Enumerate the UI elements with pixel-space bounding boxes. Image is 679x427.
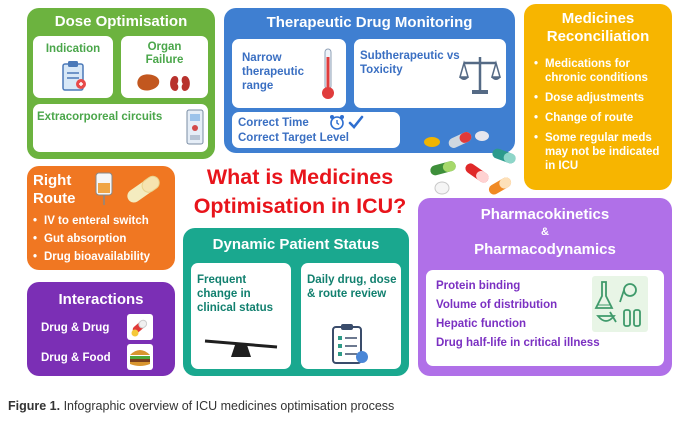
pills-illustration bbox=[424, 131, 516, 195]
extracorporeal-card: Extracorporeal circuits bbox=[33, 104, 208, 152]
reconciliation-item: Some regular meds may not be indicated i… bbox=[534, 131, 666, 173]
tdm-panel: Therapeutic Drug Monitoring Narrow thera… bbox=[224, 8, 515, 153]
indication-card: Indication bbox=[33, 36, 113, 98]
frequent-change-label: Frequent change in clinical status bbox=[197, 274, 274, 314]
right-route-title: Right Route bbox=[33, 172, 76, 207]
organ-icon bbox=[137, 74, 190, 91]
pkpd-item: Protein binding bbox=[436, 280, 521, 292]
figure-caption-label: Figure 1. bbox=[8, 399, 61, 413]
organ-failure-card: Organ Failure bbox=[121, 36, 208, 98]
central-question-title: What is Medicines Optimisation in ICU? bbox=[193, 165, 407, 218]
daily-review-card: Daily drug, dose & route review bbox=[301, 263, 401, 369]
drug-drug-label: Drug & Drug bbox=[41, 322, 110, 334]
route-item: Drug bioavailability bbox=[33, 250, 173, 264]
interactions-panel: Interactions Drug & Drug Drug & Food bbox=[27, 282, 175, 376]
correct-target-label: Correct Target Level bbox=[238, 132, 349, 144]
reconciliation-title: Medicines Reconciliation bbox=[546, 10, 650, 45]
correct-time-label: Correct Time bbox=[238, 117, 309, 129]
subtherapeutic-card: Subtherapeutic vs Toxicity bbox=[354, 39, 506, 108]
dynamic-title: Dynamic Patient Status bbox=[212, 236, 380, 253]
clipboard-icon bbox=[62, 61, 86, 91]
dose-optimisation-title: Dose Optimisation bbox=[54, 13, 188, 30]
narrow-range-label: Narrow therapeutic range bbox=[242, 52, 304, 92]
iv-bag-icon bbox=[95, 172, 113, 205]
lab-equipment-icon bbox=[592, 276, 648, 332]
dialysis-machine-icon bbox=[186, 109, 204, 145]
reconciliation-list: Medications for chronic conditions Dose … bbox=[534, 57, 666, 173]
checklist-clipboard-icon bbox=[332, 324, 368, 364]
organ-failure-label: Organ Failure bbox=[145, 41, 184, 66]
thermometer-icon bbox=[322, 48, 334, 99]
capsules-icon bbox=[131, 319, 148, 337]
narrow-range-card: Narrow therapeutic range bbox=[232, 39, 346, 108]
pkpd-ampersand: & bbox=[541, 226, 549, 238]
subtherapeutic-label: Subtherapeutic vs Toxicity bbox=[360, 50, 460, 76]
pharmacokinetics-title: Pharmacokinetics bbox=[480, 206, 610, 223]
reconciliation-item: Dose adjustments bbox=[534, 91, 666, 105]
pharmacodynamics-title: Pharmacodynamics bbox=[474, 241, 616, 258]
right-route-panel: Right Route IV to enteral switch Gut abs… bbox=[27, 166, 175, 270]
pkpd-item: Volume of distribution bbox=[436, 299, 558, 311]
dynamic-patient-status-panel: Dynamic Patient Status Frequent change i… bbox=[183, 228, 409, 376]
right-route-list: IV to enteral switch Gut absorption Drug… bbox=[33, 214, 173, 264]
indication-label: Indication bbox=[45, 43, 101, 55]
pkpd-item: Drug half-life in critical illness bbox=[436, 337, 600, 349]
reconciliation-item: Change of route bbox=[534, 111, 666, 125]
dose-optimisation-panel: Dose Optimisation Indication Organ Failu… bbox=[27, 8, 215, 159]
medicines-reconciliation-panel: Medicines Reconciliation Medications for… bbox=[524, 4, 672, 190]
figure-caption: Figure 1. Infographic overview of ICU me… bbox=[8, 399, 394, 413]
pkpd-item: Hepatic function bbox=[436, 318, 527, 330]
pills-interaction-icon bbox=[127, 314, 153, 340]
frequent-change-card: Frequent change in clinical status bbox=[191, 263, 291, 369]
daily-review-label: Daily drug, dose & route review bbox=[307, 274, 397, 300]
reconciliation-item: Medications for chronic conditions bbox=[534, 57, 666, 85]
alarm-clock-icon bbox=[330, 115, 344, 130]
seesaw-icon bbox=[204, 339, 278, 357]
food-interaction-icon bbox=[127, 344, 153, 370]
route-item: Gut absorption bbox=[33, 232, 173, 246]
balance-scale-icon bbox=[459, 57, 501, 94]
figure-caption-text: Infographic overview of ICU medicines op… bbox=[63, 399, 395, 413]
capsule-icon bbox=[127, 175, 160, 203]
drug-food-label: Drug & Food bbox=[41, 352, 111, 364]
tdm-title: Therapeutic Drug Monitoring bbox=[266, 14, 473, 31]
route-item: IV to enteral switch bbox=[33, 214, 173, 228]
checkmark-icon bbox=[348, 115, 364, 129]
pkpd-panel: Pharmacokinetics & Pharmacodynamics Prot… bbox=[418, 198, 672, 376]
interactions-title: Interactions bbox=[58, 291, 144, 308]
pkpd-card: Protein binding Volume of distribution H… bbox=[426, 270, 664, 366]
correct-timing-card: Correct Time Correct Target Level bbox=[232, 112, 400, 148]
extracorporeal-label: Extracorporeal circuits bbox=[37, 111, 163, 123]
burger-icon bbox=[130, 350, 150, 366]
